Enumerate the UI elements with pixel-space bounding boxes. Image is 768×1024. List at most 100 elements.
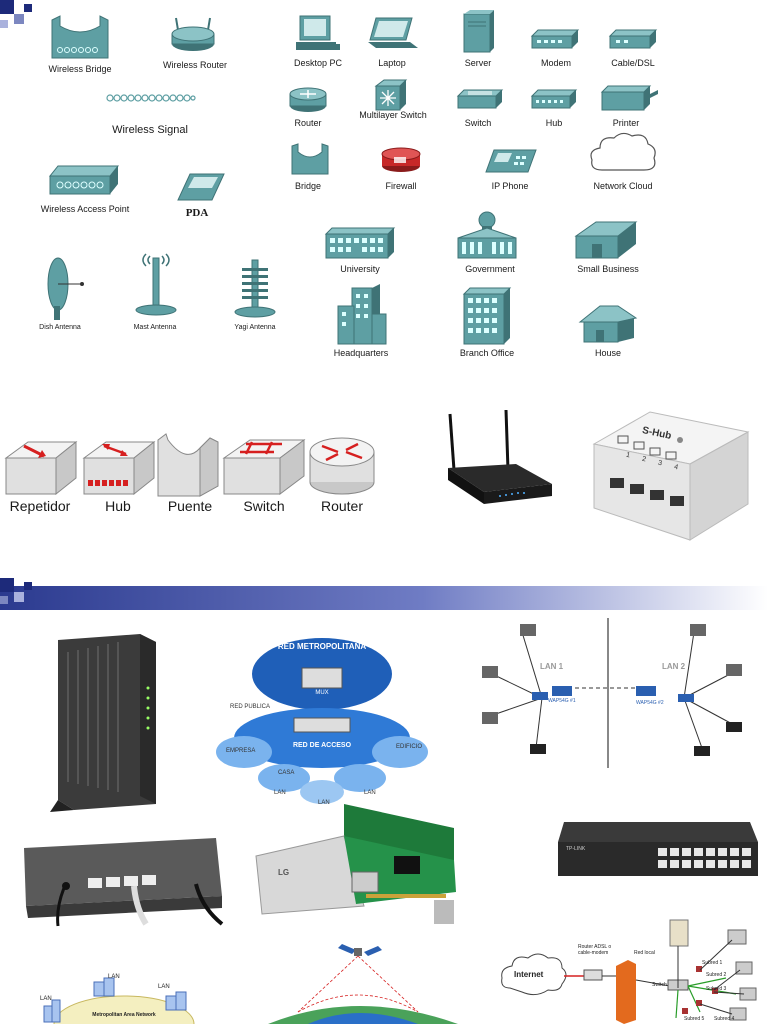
wireless-access-point-label: Wireless Access Point — [40, 204, 130, 214]
metro-label-lan-1: LAN — [274, 790, 286, 796]
tplink-switch-photo: TP-LINK — [554, 818, 760, 888]
multilayer-switch-icon — [374, 79, 408, 111]
laptop-icon — [368, 17, 418, 48]
cable-dsl-label: Cable/DSL — [611, 58, 655, 68]
router-box-icon — [309, 437, 375, 495]
subnet-3-label: Subred 3 — [706, 986, 727, 992]
switch-icon — [456, 89, 504, 109]
metro-mux: MUX — [315, 690, 329, 696]
yagi-antenna-icon — [234, 259, 276, 318]
hub-icon — [530, 89, 578, 109]
repetidor-icon — [4, 440, 78, 496]
bridge-icon — [291, 143, 329, 175]
router-box-label: Router — [320, 498, 364, 514]
shub-photo: S-Hub 1 2 3 4 — [590, 408, 752, 542]
wireless-router-label: Wireless Router — [162, 60, 227, 70]
network-cloud-label: Network Cloud — [593, 181, 653, 191]
puente-icon — [157, 433, 219, 497]
metro-label-lan-3: LAN — [364, 790, 376, 796]
printer-label: Printer — [612, 118, 640, 128]
puente-label: Puente — [167, 498, 213, 514]
wireless-bridge-icon — [51, 15, 109, 59]
hub-box-label: Hub — [105, 498, 131, 514]
metro-label-publica: RED PUBLICA — [230, 704, 271, 710]
man-diagram: LAN LAN LAN Metropolitan Area Network — [38, 974, 208, 1024]
pda-label: PDA — [185, 207, 209, 219]
dish-antenna-label: Dish Antenna — [39, 324, 81, 331]
metro-title: RED METROPOLITANA — [277, 642, 367, 651]
router-icon — [289, 87, 327, 112]
server-label: Server — [464, 58, 492, 68]
switch-label: Switch — [464, 118, 492, 128]
firewall-icon — [381, 147, 421, 172]
switch-brand: TP-LINK — [566, 846, 586, 852]
wireless-bridge-label: Wireless Bridge — [48, 64, 112, 74]
firewall-label: Firewall — [385, 181, 417, 191]
satellite-diagram — [268, 944, 458, 1024]
title-bar — [0, 586, 768, 610]
ap1-label: WAP54G #1 — [548, 698, 576, 704]
repetidor-label: Repetidor — [9, 498, 71, 514]
metro-label-empresa: EMPRESA — [226, 748, 256, 754]
dish-antenna-icon — [47, 257, 84, 320]
metro-network-diagram: RED METROPOLITANA MUX RED DE ACCESO RED … — [214, 630, 430, 810]
house-label: House — [594, 348, 621, 358]
cable-modem-photo — [50, 634, 156, 812]
mast-antenna-icon — [135, 253, 177, 316]
switch-box-label: Switch — [243, 498, 285, 514]
government-label: Government — [465, 264, 515, 274]
man-title: Metropolitan Area Network — [92, 1012, 156, 1018]
internet-router-label: Router ADSL o cable-modem — [578, 944, 612, 956]
wireless-router-photo — [448, 409, 552, 504]
metro-label-lan-2: LAN — [318, 800, 330, 806]
router-label: Router — [294, 118, 322, 128]
internet-red-local-label: Red local — [634, 950, 655, 956]
man-lan-3: LAN — [158, 984, 170, 990]
internet-diagram: Internet Router ADSL o cable-modem Red l… — [500, 908, 768, 1024]
nic-brand: LG — [278, 868, 290, 877]
government-icon — [457, 211, 517, 259]
ap2-label: WAP54G #2 — [636, 700, 664, 706]
wireless-signal-icon — [106, 94, 196, 102]
hub-label: Hub — [545, 118, 563, 128]
modem-icon — [530, 29, 580, 49]
switch-box-icon — [222, 439, 306, 495]
man-lan-2: LAN — [40, 996, 52, 1002]
nic-card-photo: LG — [248, 796, 460, 930]
university-label: University — [340, 264, 380, 274]
university-icon — [324, 227, 396, 259]
server-icon — [463, 10, 494, 53]
house-icon — [578, 305, 638, 343]
small-business-label: Small Business — [577, 264, 639, 274]
wireless-signal-label: Wireless Signal — [112, 124, 188, 136]
metro-label-casa: CASA — [278, 770, 295, 776]
bridge-label: Bridge — [294, 181, 321, 191]
hub-box-icon — [82, 440, 156, 496]
slide-2: RED METROPOLITANA MUX RED DE ACCESO RED … — [0, 574, 768, 1024]
internet-switch-label: Switch — [652, 982, 667, 988]
man-lan-1: LAN — [108, 974, 120, 980]
small-business-icon — [574, 221, 638, 259]
printer-icon — [600, 85, 658, 111]
branch-office-icon — [462, 287, 512, 345]
multilayer-switch-label: Multilayer Switch — [359, 110, 427, 120]
laptop-label: Laptop — [378, 58, 406, 68]
cable-dsl-icon — [608, 29, 658, 49]
desktop-pc-label: Desktop PC — [293, 58, 343, 68]
network-cloud-icon — [590, 132, 656, 171]
headquarters-label: Headquarters — [333, 348, 389, 358]
modem-back-photo — [24, 838, 224, 927]
headquarters-icon — [337, 284, 387, 345]
pda-icon — [177, 173, 225, 201]
subnet-2-label: Subred 2 — [706, 972, 727, 978]
mast-antenna-label: Mast Antenna — [133, 324, 177, 331]
metro-label-edificio: EDIFICIO — [396, 744, 423, 750]
lan-diagram: LAN 1 LAN 2 WAP54G #1 WAP54G #2 — [472, 616, 762, 776]
modem-label: Modem — [540, 58, 571, 68]
slide-1: Wireless Bridge Wireless Router Wireless… — [0, 0, 752, 542]
wireless-access-point-icon — [48, 165, 120, 195]
subnet-4-label: Subred 4 — [714, 1016, 735, 1022]
desktop-pc-icon — [296, 15, 340, 50]
ip-phone-icon — [485, 149, 537, 173]
lan1-label: LAN 1 — [540, 662, 564, 671]
